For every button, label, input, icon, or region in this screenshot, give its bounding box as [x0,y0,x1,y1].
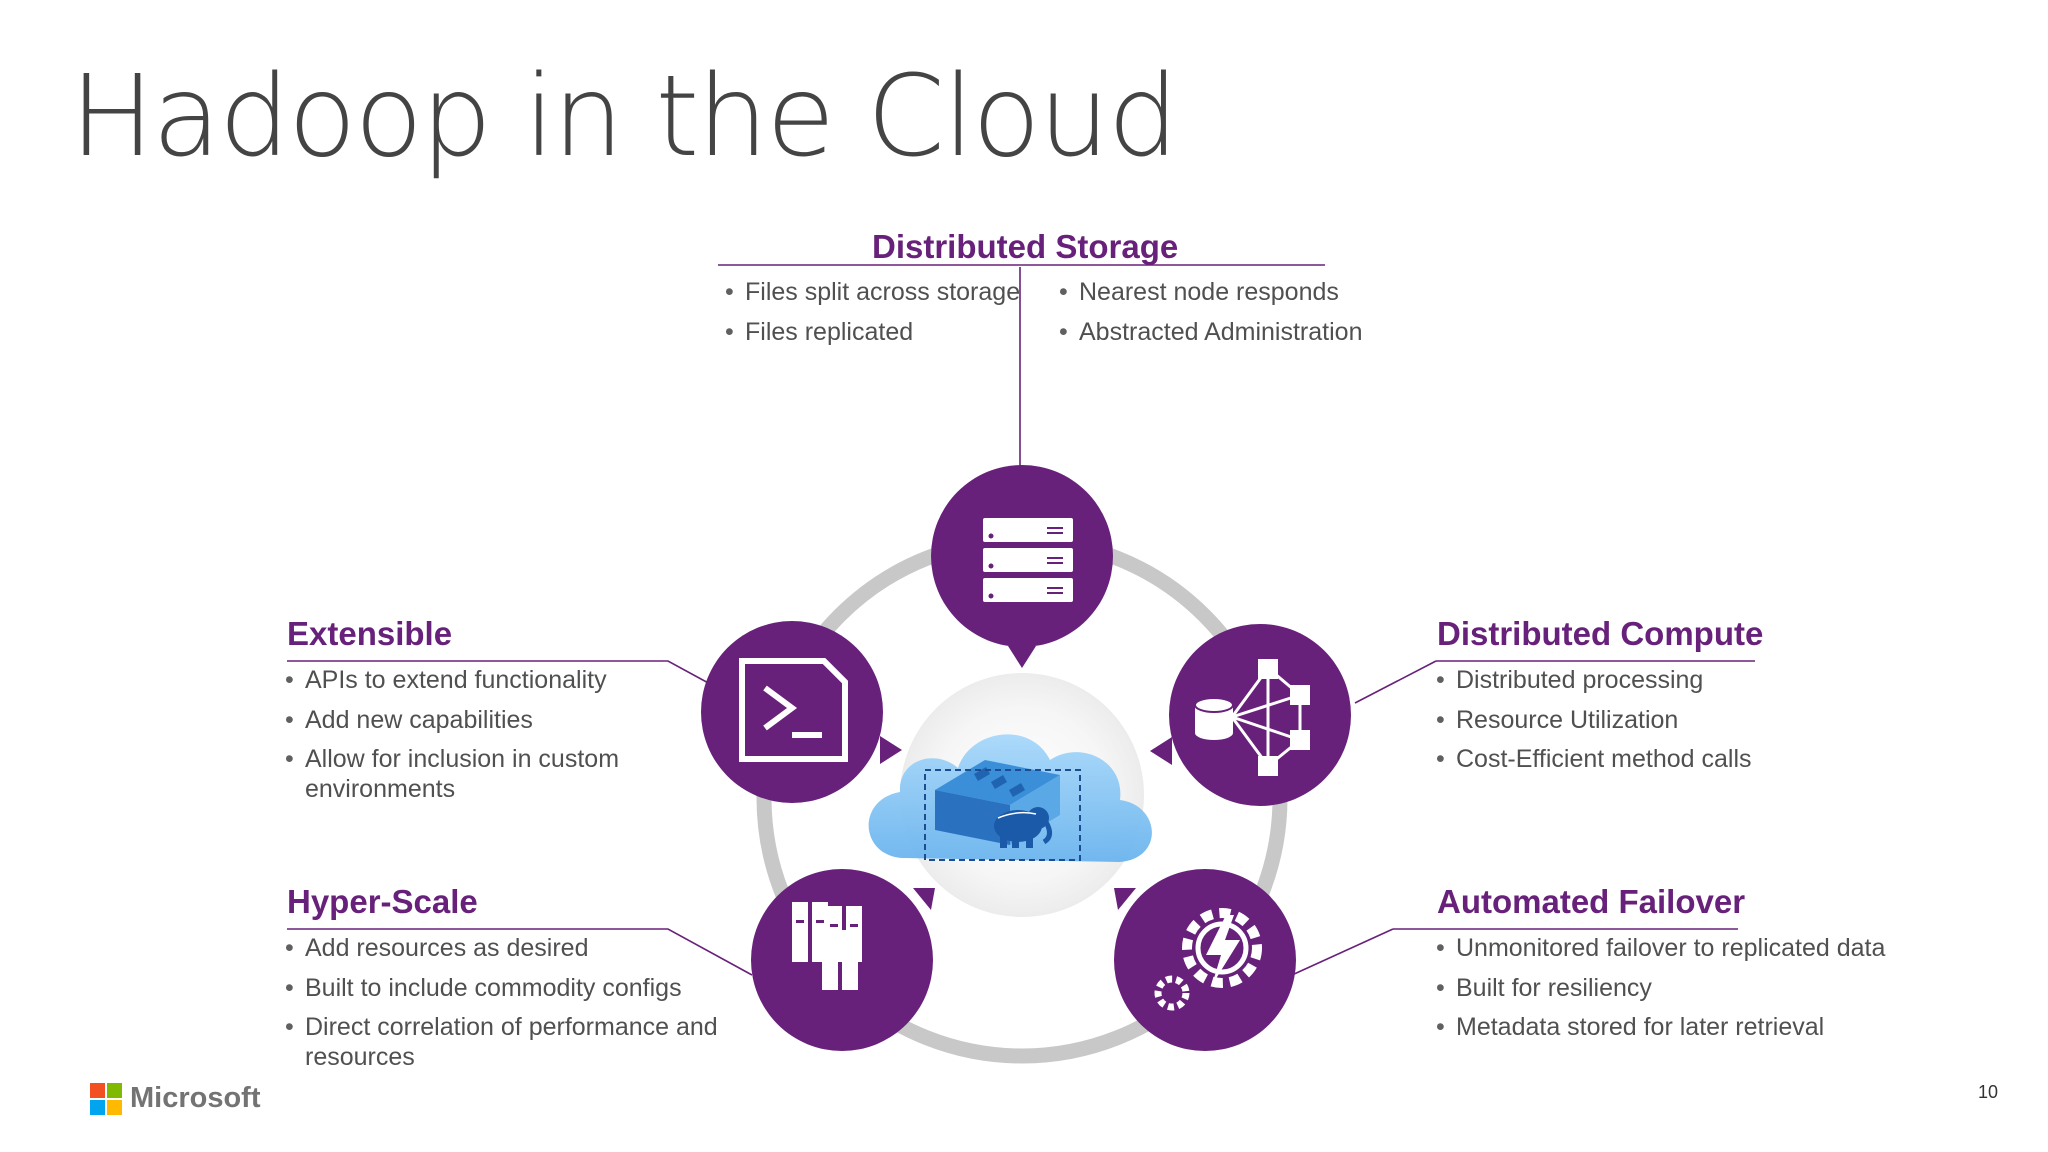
storage-bullets-left: Files split across storage Files replica… [725,278,1025,357]
failover-bullets: Unmonitored failover to replicated data … [1436,934,1976,1053]
list-item: Distributed processing [1436,666,1836,696]
list-item: Add new capabilities [285,706,655,736]
list-item: Files split across storage [725,278,1025,308]
list-item: Direct correlation of performance and re… [285,1013,745,1072]
extensible-heading: Extensible [287,615,453,652]
server-towers-icon [792,902,862,990]
list-item: Add resources as desired [285,934,745,964]
list-item: Files replicated [725,318,1025,348]
list-item: Allow for inclusion in custom environmen… [285,745,655,804]
server-rack-icon [983,518,1073,602]
list-item: Resource Utilization [1436,706,1836,736]
brand-name: Microsoft [130,1082,261,1114]
compute-bullets: Distributed processing Resource Utilizat… [1436,666,1836,785]
failover-heading: Automated Failover [1437,883,1746,920]
list-item: Abstracted Administration [1059,318,1399,348]
node-hyperscale [751,869,935,1051]
list-item: Cost-Efficient method calls [1436,745,1836,775]
list-item: Nearest node responds [1059,278,1399,308]
hadoop-cloud-icon [868,734,1152,862]
list-item: APIs to extend functionality [285,666,655,696]
list-item: Built for resiliency [1436,974,1976,1004]
page-number: 10 [1977,1082,1998,1102]
microsoft-logo: Microsoft [90,1082,261,1115]
microsoft-windows-icon [90,1082,122,1115]
hyperscale-heading: Hyper-Scale [287,883,478,920]
storage-bullets-right: Nearest node responds Abstracted Adminis… [1059,278,1399,357]
list-item: Metadata stored for later retrieval [1436,1013,1976,1043]
slide-title: Hadoop in the Cloud [70,52,1179,182]
node-storage [931,465,1113,668]
storage-heading: Distributed Storage [872,228,1179,265]
extensible-bullets: APIs to extend functionality Add new cap… [285,666,655,814]
powershell-script-icon [739,658,848,762]
hyperscale-bullets: Add resources as desired Built to includ… [285,934,745,1082]
node-extensible [701,621,902,803]
list-item: Unmonitored failover to replicated data [1436,934,1976,964]
node-failover [1114,869,1296,1051]
network-nodes-icon [1194,659,1310,776]
list-item: Built to include commodity configs [285,974,745,1004]
node-compute [1150,624,1351,806]
compute-heading: Distributed Compute [1437,615,1764,652]
